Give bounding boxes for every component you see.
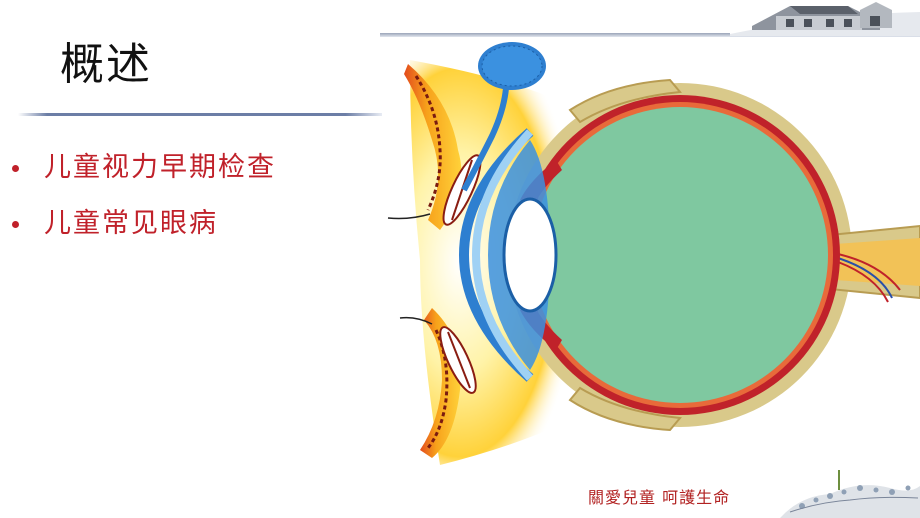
footer-slogan: 關愛兒童 呵護生命 — [588, 488, 731, 507]
eye-anatomy-illustration — [387, 42, 920, 465]
header-rule — [380, 33, 920, 37]
bullet-list: 儿童视力早期检查 儿童常见眼病 — [10, 148, 276, 260]
bullet-text: 儿童常见眼病 — [44, 208, 218, 239]
slide-title: 概述 — [60, 39, 152, 90]
bullet-item: 儿童视力早期检查 — [10, 148, 276, 204]
house-logo — [730, 0, 920, 36]
bullet-item: 儿童常见眼病 — [10, 204, 276, 260]
bullet-dot — [12, 221, 19, 228]
bullet-dot — [12, 165, 19, 172]
title-underline — [18, 113, 382, 116]
bullet-text: 儿童视力早期检查 — [44, 152, 276, 183]
flower-decoration — [780, 470, 920, 518]
